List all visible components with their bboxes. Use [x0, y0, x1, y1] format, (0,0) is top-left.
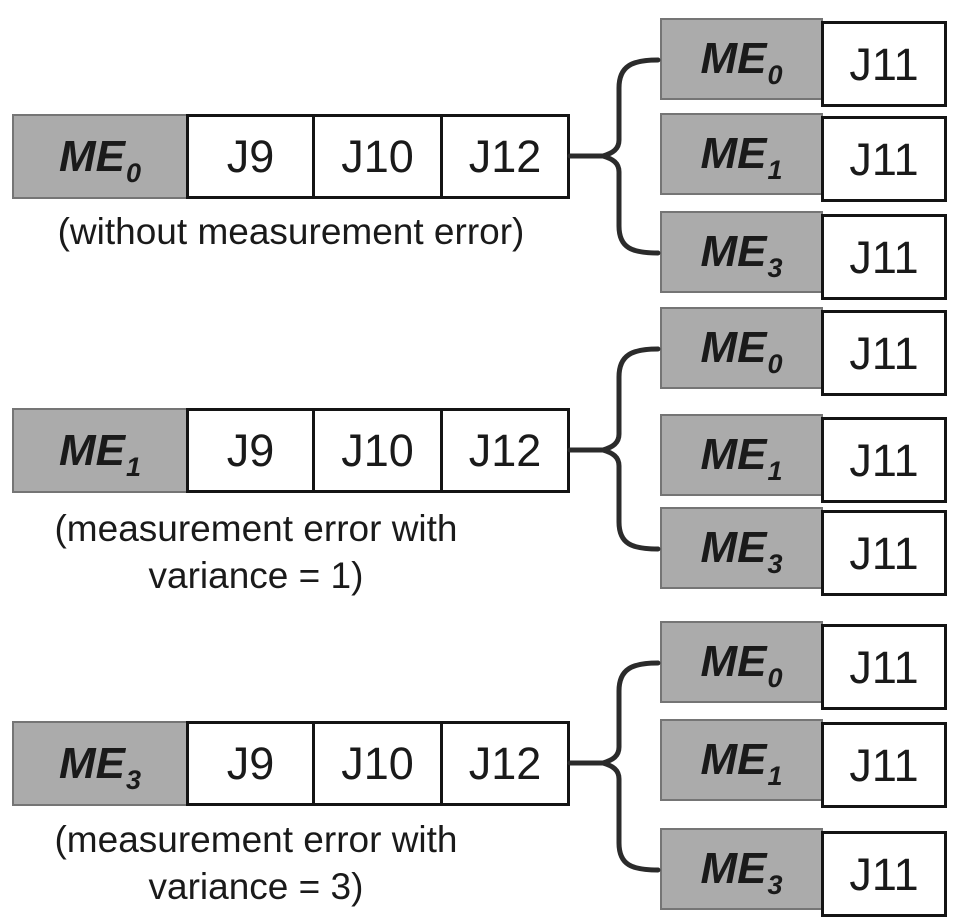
right-block-j11-cell: J11 — [821, 722, 947, 808]
caption-me0: (without measurement error) — [10, 208, 572, 255]
cell-j9: J9 — [186, 721, 315, 806]
cell-j12: J12 — [440, 721, 570, 806]
me-subscript: 1 — [125, 451, 142, 482]
right-block-j11-cell: J11 — [821, 417, 947, 503]
j11-label: J11 — [849, 527, 919, 579]
caption-line: (measurement error with — [54, 819, 458, 860]
cell-j10: J10 — [312, 721, 443, 806]
main-row-me3: ME3 J9 J10 J12 — [12, 721, 572, 806]
me-subscript: 1 — [767, 155, 783, 185]
me-label: ME3 — [700, 844, 783, 900]
brace-connector — [567, 660, 661, 873]
j11-label: J11 — [849, 739, 919, 791]
right-block-me-cell: ME3 — [660, 828, 823, 910]
right-block-me-cell: ME3 — [660, 211, 823, 293]
me-subscript: 3 — [767, 549, 783, 579]
me-subscript: 1 — [767, 761, 783, 791]
j11-label: J11 — [849, 641, 919, 693]
brace-connector — [567, 57, 661, 256]
me-label: ME3 — [700, 227, 783, 283]
me-label: ME1 — [700, 129, 783, 185]
me-label: ME1 — [700, 430, 783, 486]
me-subscript: 3 — [767, 253, 783, 283]
cell-j10: J10 — [312, 114, 443, 199]
right-block-me-cell: ME0 — [660, 18, 823, 100]
right-block-j11-cell: J11 — [821, 510, 947, 596]
j11-label: J11 — [849, 231, 919, 283]
caption-line: variance = 3) — [148, 866, 364, 907]
me-label: ME1 — [700, 735, 783, 791]
j11-label: J11 — [849, 38, 919, 90]
cell-j10: J10 — [312, 408, 443, 493]
cell-j9: J9 — [186, 408, 315, 493]
me0-header-cell: ME0 — [12, 114, 188, 199]
me-label: ME0 — [700, 34, 783, 90]
right-block-j11-cell: J11 — [821, 624, 947, 710]
me-subscript: 0 — [767, 663, 783, 693]
me-label: ME3 — [58, 738, 142, 795]
main-row-me1: ME1 J9 J10 J12 — [12, 408, 572, 493]
caption-me3: (measurement error with variance = 3) — [10, 816, 502, 910]
j11-label: J11 — [849, 327, 919, 379]
right-block-j11-cell: J11 — [821, 831, 947, 917]
caption-line: variance = 1) — [148, 555, 364, 596]
caption-me1: (measurement error with variance = 1) — [10, 505, 502, 599]
right-block-me-cell: ME0 — [660, 621, 823, 703]
right-block-me-cell: ME0 — [660, 307, 823, 389]
right-block-me-cell: ME1 — [660, 414, 823, 496]
brace-connector — [567, 346, 661, 552]
cell-j12: J12 — [440, 408, 570, 493]
j11-label: J11 — [849, 133, 919, 185]
me-subscript: 0 — [125, 157, 142, 188]
right-block-j11-cell: J11 — [821, 21, 947, 107]
caption-line: (measurement error with — [54, 508, 458, 549]
right-block-j11-cell: J11 — [821, 214, 947, 300]
right-block-j11-cell: J11 — [821, 310, 947, 396]
right-block-me-cell: ME1 — [660, 719, 823, 801]
me-label: ME3 — [700, 523, 783, 579]
right-block-me-cell: ME3 — [660, 507, 823, 589]
me-label: ME0 — [700, 323, 783, 379]
me1-header-cell: ME1 — [12, 408, 188, 493]
me-subscript: 0 — [767, 349, 783, 379]
me-label: ME0 — [700, 637, 783, 693]
me-label: ME1 — [58, 425, 142, 482]
caption-line: (without measurement error) — [57, 211, 525, 252]
me-label: ME0 — [58, 131, 142, 188]
j11-label: J11 — [849, 848, 919, 900]
me-subscript: 0 — [767, 60, 783, 90]
me-subscript: 3 — [125, 764, 142, 795]
me-subscript: 3 — [767, 870, 783, 900]
j11-label: J11 — [849, 434, 919, 486]
me3-header-cell: ME3 — [12, 721, 188, 806]
cell-j9: J9 — [186, 114, 315, 199]
right-block-j11-cell: J11 — [821, 116, 947, 202]
cell-j12: J12 — [440, 114, 570, 199]
me-subscript: 1 — [767, 456, 783, 486]
right-block-me-cell: ME1 — [660, 113, 823, 195]
main-row-me0: ME0 J9 J10 J12 — [12, 114, 572, 199]
